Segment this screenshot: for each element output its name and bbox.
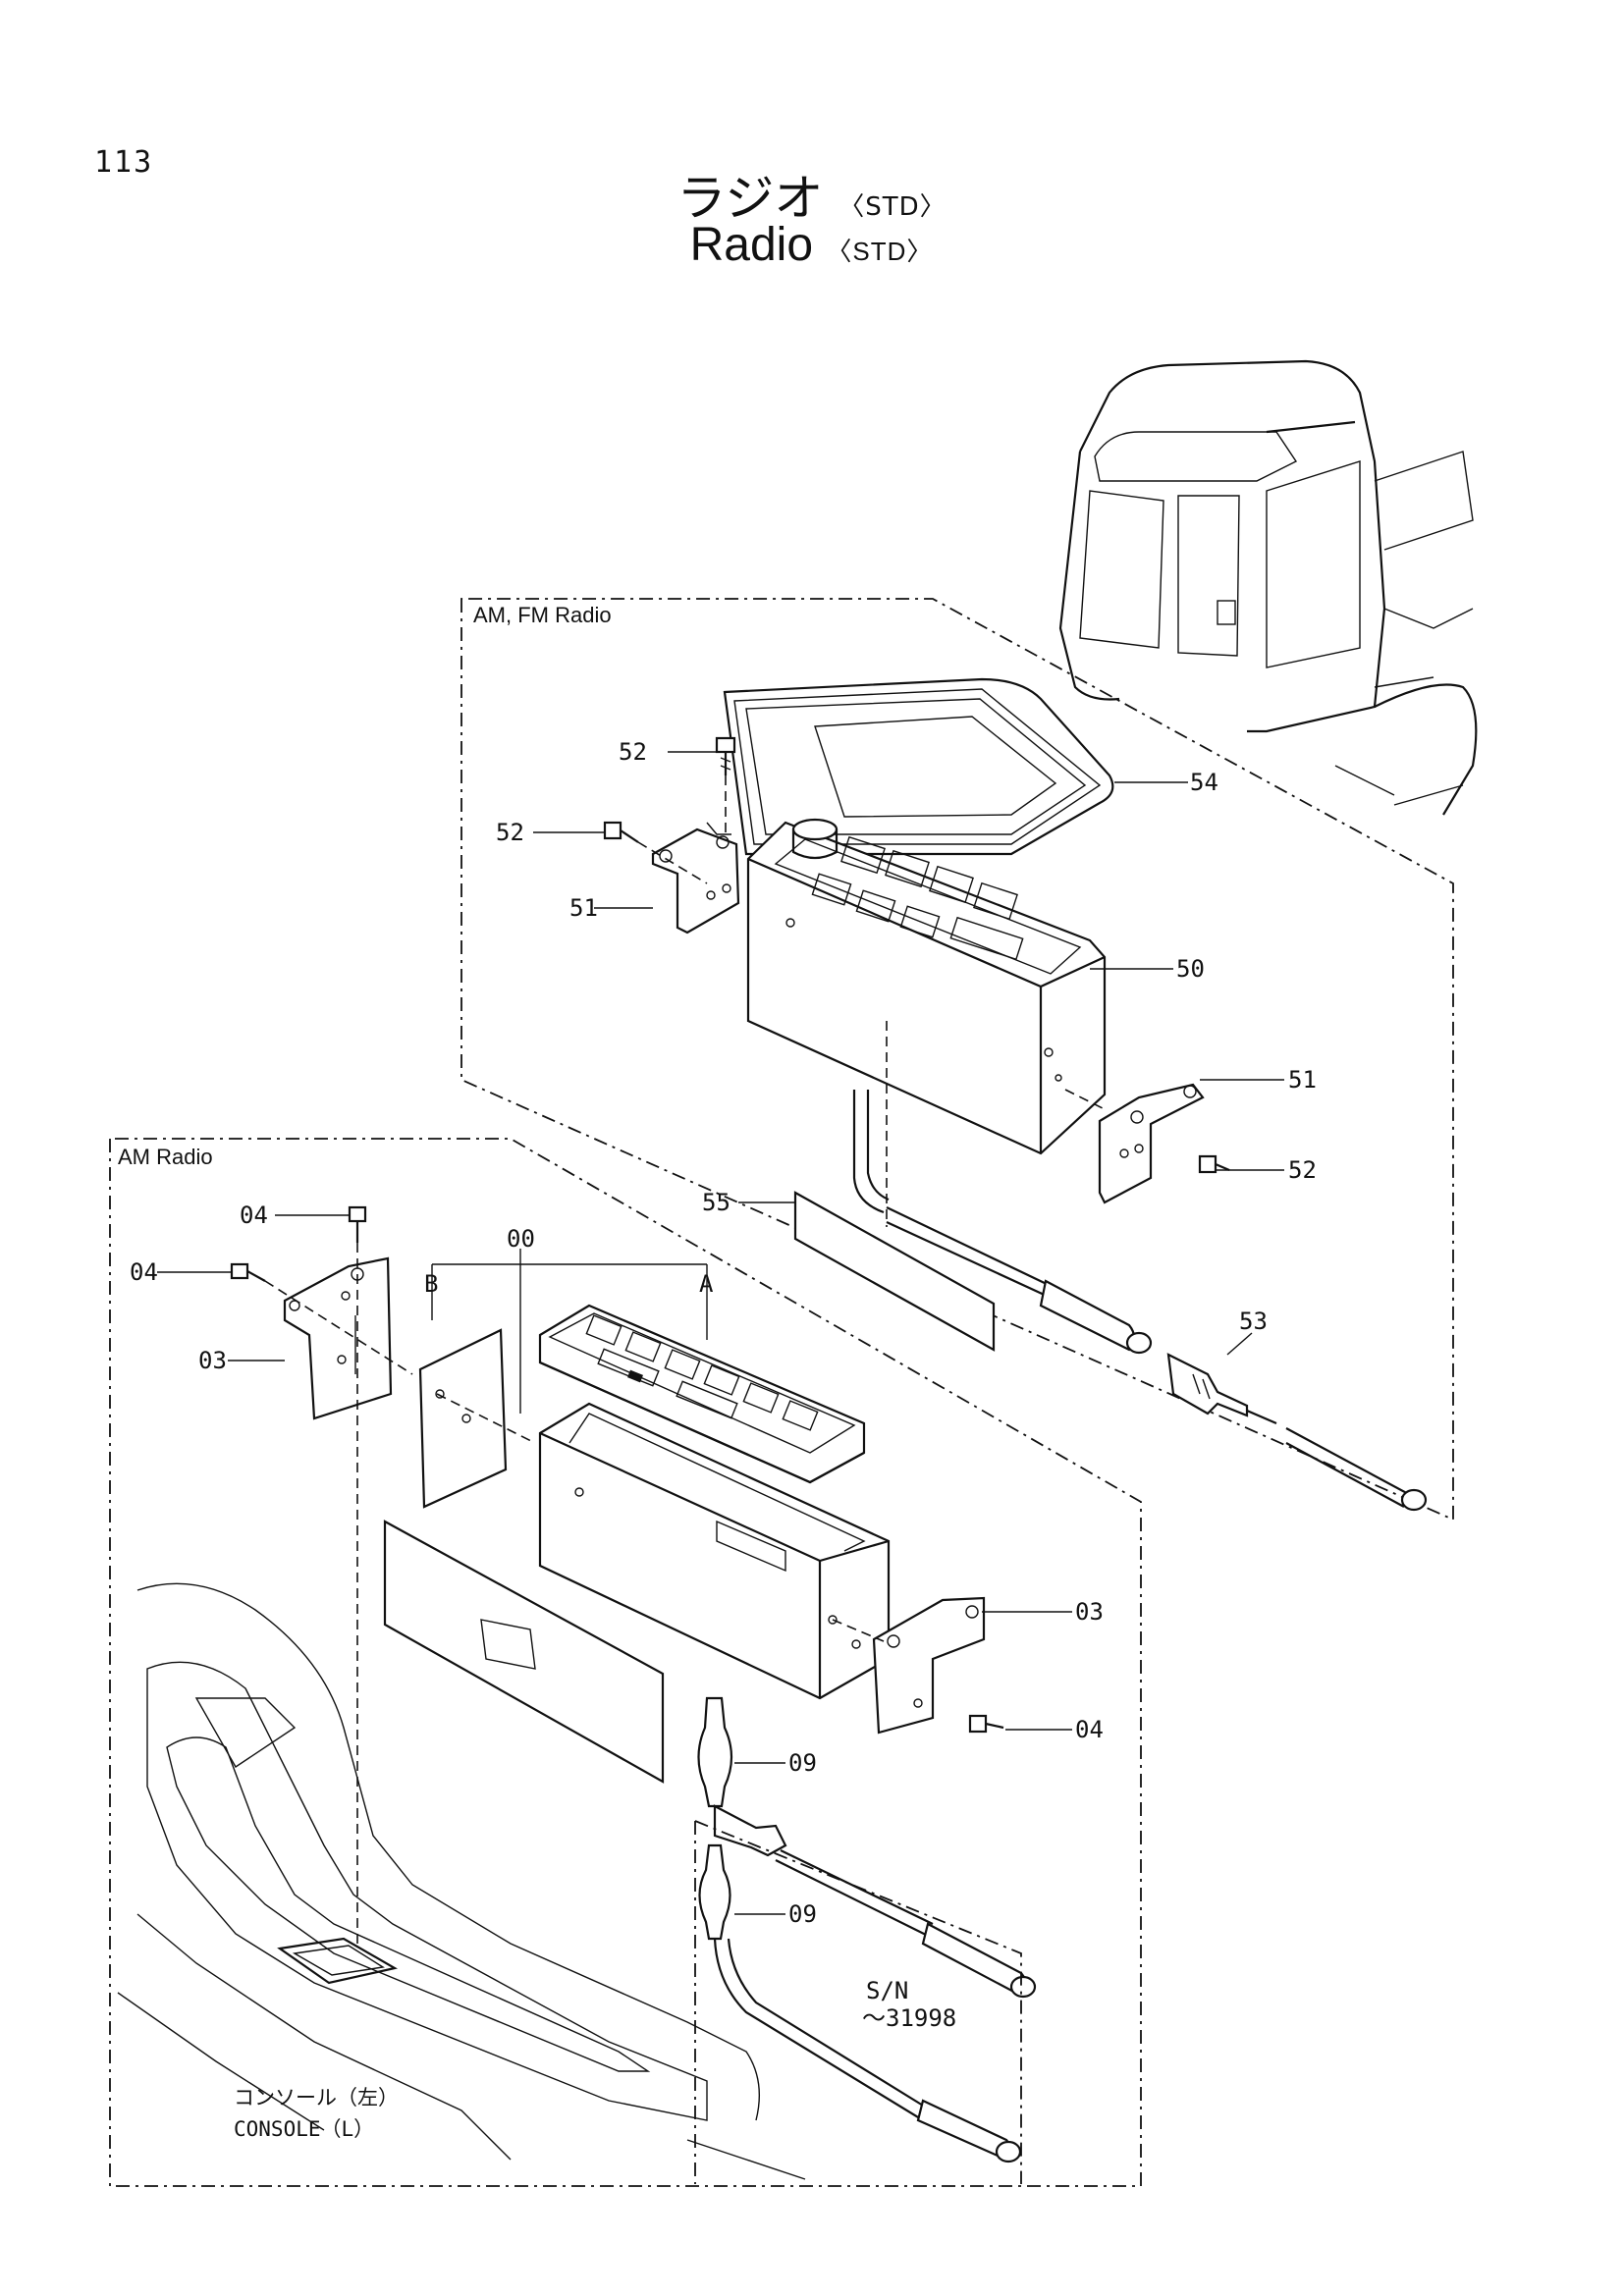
title-jp-text: ラジオ [676,170,824,227]
screw-04-top [348,1205,367,1243]
console-illustration [117,1582,806,2180]
console-label-jp: コンソール（左） [234,2086,399,2109]
part-label-53: 53 [1239,1308,1268,1335]
part-label-52-left: 52 [496,819,524,846]
am-fm-radio-unit-50 [746,818,1107,1155]
part-label-50: 50 [1176,955,1205,983]
antenna-plug-09-lower [698,1843,1022,2163]
console-label-en: CONSOLE（L） [234,2117,374,2141]
page-title-japanese: ラジオ 〈STD〉 [0,159,1623,230]
am-fm-section-label: AM, FM Radio [473,603,612,627]
part-label-04-right: 04 [1075,1716,1104,1743]
screw-52-top [715,736,736,775]
part-label-51-upper: 51 [569,894,598,922]
serial-note-line1: S/N [866,1977,908,2004]
radio-bezel-54 [723,677,1114,856]
am-section-label: AM Radio [118,1145,213,1169]
plate-b [418,1328,508,1509]
title-en-suffix: 〈STD〉 [826,237,934,266]
part-label-03-right: 03 [1075,1598,1104,1626]
part-label-a: A [699,1270,714,1298]
title-jp-suffix: 〈STD〉 [839,192,947,222]
am-fm-frame [460,598,1454,1522]
plate-55 [793,1191,996,1352]
page-title-english: Radio 〈STD〉 [0,218,1623,272]
part-label-52-right: 52 [1288,1156,1317,1184]
part-label-09-upper: 09 [788,1749,817,1777]
bracket-51-upper [651,822,740,934]
screw-52-right [1198,1154,1230,1174]
part-label-04-top: 04 [240,1201,268,1229]
page-number: 113 [94,145,154,180]
part-label-55: 55 [702,1189,730,1216]
screw-04-left [230,1262,266,1282]
face-plate-large [383,1520,665,1784]
part-label-09-lower: 09 [788,1900,817,1928]
serial-note-line2: ～31998 [862,2004,956,2032]
part-label-52-top: 52 [619,738,647,766]
cab-illustration [1058,359,1478,816]
am-frame [109,1138,1142,2187]
radio-face-panel-a [538,1304,866,1484]
part-label-00: 00 [507,1225,535,1253]
leader-lines [157,751,1284,1915]
connector-53 [1166,1353,1428,1512]
part-label-03-left: 03 [198,1347,227,1374]
screw-04-right [968,1714,1004,1734]
antenna-plug-09-upper [697,1696,1037,1999]
antenna-lead [852,1021,1153,1355]
screw-52-left [603,821,639,843]
bracket-03-left [283,1256,393,1420]
bracket-03-right [872,1596,986,1735]
serial-sub-frame [694,1820,1022,2184]
part-label-b: B [424,1270,438,1298]
part-label-51-lower: 51 [1288,1066,1317,1094]
part-label-04-left: 04 [130,1258,158,1286]
assembly-axis-lines [264,775,1106,1944]
radio-housing-am [538,1402,891,1700]
part-label-54: 54 [1190,769,1218,796]
bracket-51-lower [1098,1083,1205,1204]
title-en-text: Radio [689,219,814,271]
